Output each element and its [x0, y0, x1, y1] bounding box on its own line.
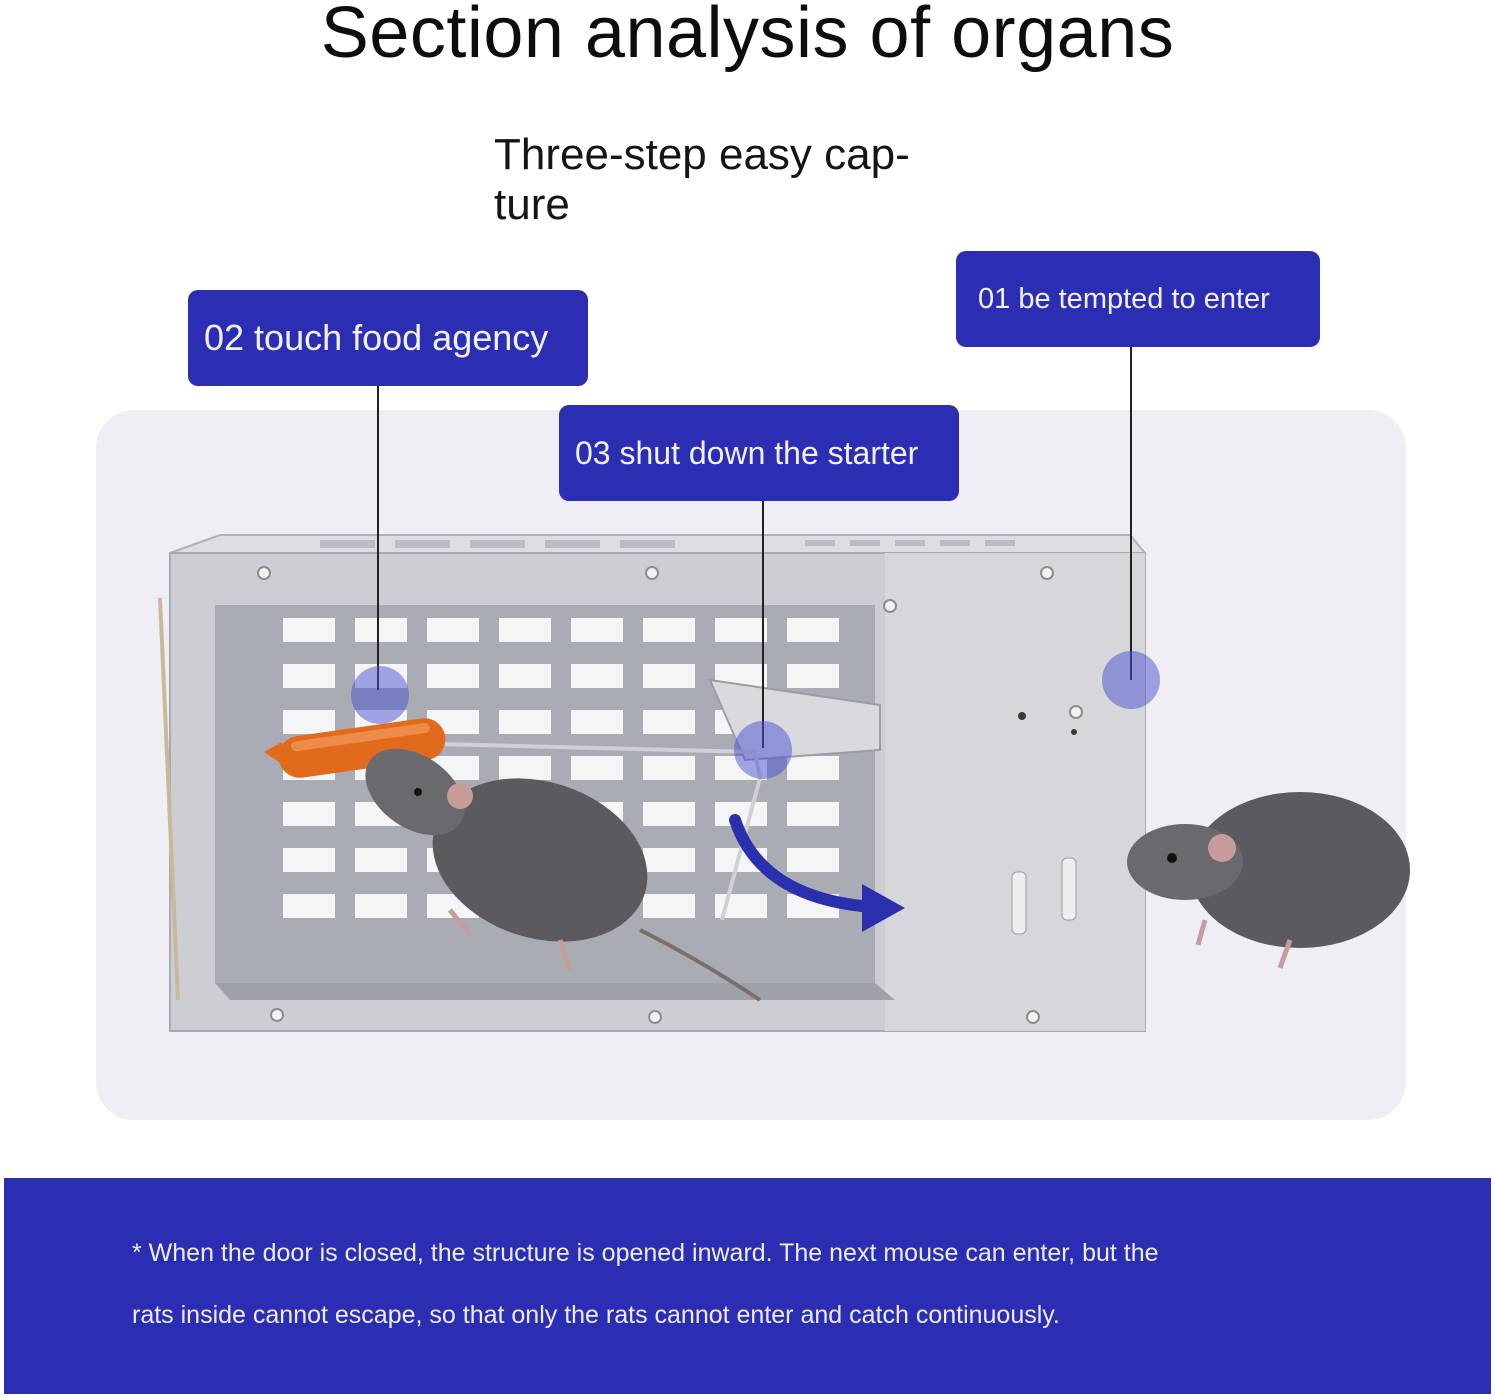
mesh-opening [787, 756, 839, 780]
mesh-opening [283, 710, 335, 734]
cage-door-panel [885, 553, 1145, 1031]
page-title: Section analysis of organs [320, 0, 1175, 73]
mesh-opening [643, 894, 695, 918]
mesh-opening [643, 756, 695, 780]
door-hole [1071, 729, 1077, 735]
rat-inside-icon [365, 748, 762, 1002]
callout-label: 03 shut down the starter [575, 434, 919, 471]
cage-top-slots [320, 540, 1015, 548]
footer-note-line: * When the door is closed, the structure… [132, 1239, 1159, 1267]
mesh-opening [571, 756, 623, 780]
subtitle-text: Three-step easy cap- ture [494, 130, 910, 229]
mesh-opening [787, 618, 839, 642]
callout-markers [351, 651, 1160, 779]
mesh-opening [355, 848, 407, 872]
hinge-rod [158, 597, 180, 1001]
door-rotation-arrow-icon [729, 814, 905, 932]
mesh-opening [427, 618, 479, 642]
mesh-opening [499, 756, 551, 780]
mesh-opening [283, 618, 335, 642]
door-hole [1018, 712, 1026, 720]
mesh-opening [643, 802, 695, 826]
mesh-opening [283, 848, 335, 872]
mesh-opening [571, 618, 623, 642]
mesh-opening [643, 848, 695, 872]
mesh-opening [499, 710, 551, 734]
mesh-opening [283, 802, 335, 826]
mesh-opening [499, 618, 551, 642]
mesh-opening [715, 618, 767, 642]
door-slot-left [1011, 871, 1027, 935]
mesh-opening [355, 894, 407, 918]
callout-leader-lines [377, 347, 1132, 748]
callout-tempted-to-enter: 01 be tempted to enter [956, 251, 1320, 347]
screw-icons [257, 566, 1083, 1024]
callout-label: 01 be tempted to enter [978, 282, 1270, 315]
mesh-opening [355, 618, 407, 642]
mesh-opening [283, 664, 335, 688]
callout-shut-down-starter: 03 shut down the starter [559, 405, 959, 501]
rat-outside-icon [1127, 792, 1410, 969]
callout-label: 02 touch food agency [204, 317, 549, 358]
mesh-opening [643, 618, 695, 642]
footer-banner: * When the door is closed, the structure… [4, 1178, 1491, 1394]
subtitle: Three-step easy cap- ture [494, 130, 964, 230]
cage-floor [215, 983, 895, 1000]
mesh-opening [571, 710, 623, 734]
mesh-opening [787, 802, 839, 826]
mesh-opening [643, 664, 695, 688]
footer-note: * When the door is closed, the structure… [132, 1222, 1332, 1346]
mesh-opening [499, 664, 551, 688]
mesh-opening [283, 894, 335, 918]
mesh-opening [787, 664, 839, 688]
callout-touch-food-agency: 02 touch food agency [188, 290, 588, 386]
footer-note-line: rats inside cannot escape, so that only … [132, 1301, 1060, 1329]
mesh-opening [571, 664, 623, 688]
mesh-opening [427, 664, 479, 688]
mesh-opening [787, 848, 839, 872]
door-slot-right [1061, 857, 1077, 921]
mesh-opening [643, 710, 695, 734]
